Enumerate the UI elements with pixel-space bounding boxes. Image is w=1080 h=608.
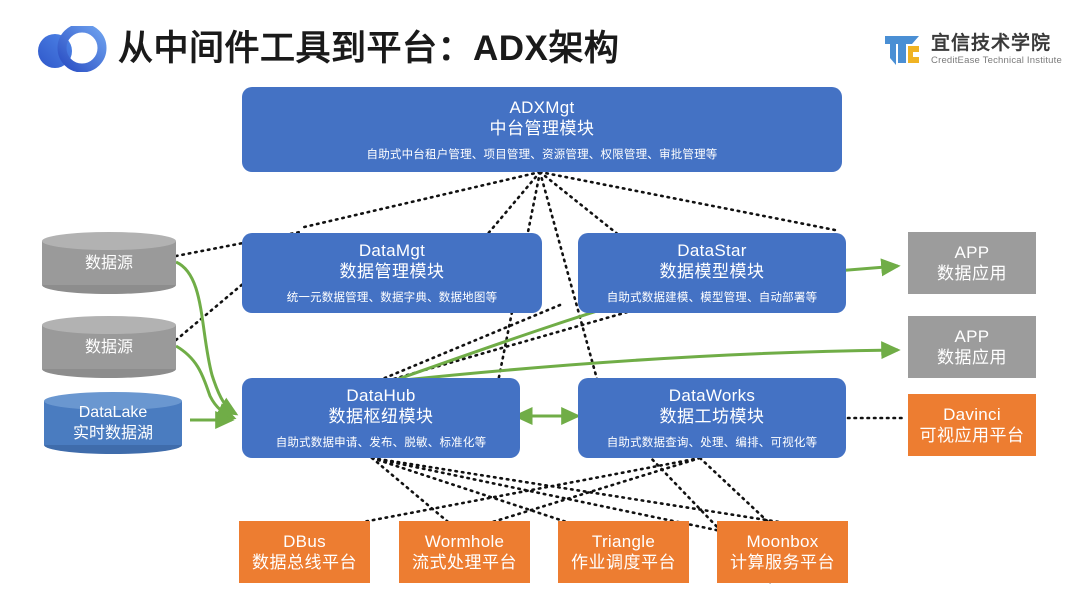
two-overlapping-circles-logo bbox=[38, 26, 107, 72]
module-datastar[interactable]: DataStar 数据模型模块 自助式数据建模、模型管理、自动部署等 bbox=[578, 233, 846, 313]
moonbox-name-en: Moonbox bbox=[746, 531, 819, 551]
datahub-name-cn: 数据枢纽模块 bbox=[328, 407, 434, 426]
adxmgt-name-cn: 中台管理模块 bbox=[489, 118, 595, 138]
module-dataworks[interactable]: DataWorks 数据工坊模块 自助式数据查询、处理、编排、可视化等 bbox=[578, 378, 846, 458]
datamgt-subtitle: 统一元数据管理、数据字典、数据地图等 bbox=[286, 292, 498, 304]
davinci-name-cn: 可视应用平台 bbox=[919, 425, 1025, 445]
triangle-name-en: Triangle bbox=[591, 531, 656, 551]
datalake-cylinder[interactable]: DataLake 实时数据湖 bbox=[44, 392, 182, 454]
dbus-name-en: DBus bbox=[283, 531, 326, 551]
brand-block: 宜信技术学院 CreditEase Technical Institute bbox=[882, 28, 1062, 72]
datahub-name-en: DataHub bbox=[346, 386, 416, 405]
datahub-subtitle: 自助式数据申请、发布、脱敏、标准化等 bbox=[275, 437, 487, 449]
platform-dbus[interactable]: DBus 数据总线平台 bbox=[239, 521, 370, 583]
datamgt-name-cn: 数据管理模块 bbox=[339, 262, 445, 281]
wormhole-name-en: Wormhole bbox=[424, 531, 505, 551]
triangle-name-cn: 作业调度平台 bbox=[571, 552, 676, 572]
cylinder-top bbox=[42, 316, 176, 334]
dbus-name-cn: 数据总线平台 bbox=[252, 552, 357, 572]
output-davinci[interactable]: Davinci 可视应用平台 bbox=[908, 394, 1036, 456]
platform-moonbox[interactable]: Moonbox 计算服务平台 bbox=[717, 521, 848, 583]
datamgt-name-en: DataMgt bbox=[358, 241, 426, 260]
adxmgt-name-en: ADXMgt bbox=[509, 97, 575, 117]
cylinder-label: 数据源 bbox=[42, 232, 176, 294]
datastar-subtitle: 自助式数据建模、模型管理、自动部署等 bbox=[606, 292, 818, 304]
platform-triangle[interactable]: Triangle 作业调度平台 bbox=[558, 521, 689, 583]
brand-name-en: CreditEase Technical Institute bbox=[931, 55, 1062, 66]
datastar-name-cn: 数据模型模块 bbox=[659, 262, 765, 281]
dataworks-name-en: DataWorks bbox=[668, 386, 756, 405]
platform-wormhole[interactable]: Wormhole 流式处理平台 bbox=[399, 521, 530, 583]
app-1-name-cn: 数据应用 bbox=[937, 263, 1007, 283]
output-app-1[interactable]: APP 数据应用 bbox=[908, 232, 1036, 294]
module-datamgt[interactable]: DataMgt 数据管理模块 统一元数据管理、数据字典、数据地图等 bbox=[242, 233, 542, 313]
source-2-label: 数据源 bbox=[84, 338, 133, 356]
adxmgt-subtitle: 自助式中台租户管理、项目管理、资源管理、权限管理、审批管理等 bbox=[366, 148, 718, 161]
data-source-cylinder-2[interactable]: 数据源 bbox=[42, 316, 176, 378]
data-source-cylinder-1[interactable]: 数据源 bbox=[42, 232, 176, 294]
tc-monogram-logo bbox=[885, 36, 920, 65]
page-title: 从中间件工具到平台：ADX架构 bbox=[118, 29, 620, 68]
moonbox-name-cn: 计算服务平台 bbox=[730, 552, 835, 572]
cylinder-top bbox=[44, 392, 182, 410]
app-2-name-en: APP bbox=[954, 326, 990, 346]
slide-header: 从中间件工具到平台：ADX架构 宜信技术学院 CreditEase Techni… bbox=[0, 0, 1080, 88]
dataworks-name-cn: 数据工坊模块 bbox=[659, 407, 765, 426]
cylinder-top bbox=[42, 232, 176, 250]
app-2-name-cn: 数据应用 bbox=[937, 347, 1007, 367]
davinci-name-en: Davinci bbox=[943, 404, 1001, 424]
datalake-name-cn: 实时数据湖 bbox=[72, 424, 153, 442]
app-1-name-en: APP bbox=[954, 242, 990, 262]
dotted-connectors bbox=[174, 170, 908, 584]
wormhole-name-cn: 流式处理平台 bbox=[412, 552, 517, 572]
module-adxmgt[interactable]: ADXMgt 中台管理模块 自助式中台租户管理、项目管理、资源管理、权限管理、审… bbox=[242, 87, 842, 172]
datastar-name-en: DataStar bbox=[677, 241, 747, 260]
cylinder-label: DataLake 实时数据湖 bbox=[44, 392, 182, 454]
datalake-name-en: DataLake bbox=[78, 403, 148, 421]
brand-name-cn: 宜信技术学院 bbox=[931, 33, 1052, 54]
module-datahub[interactable]: DataHub 数据枢纽模块 自助式数据申请、发布、脱敏、标准化等 bbox=[242, 378, 520, 458]
output-app-2[interactable]: APP 数据应用 bbox=[908, 316, 1036, 378]
cylinder-label: 数据源 bbox=[42, 316, 176, 378]
dataworks-subtitle: 自助式数据查询、处理、编排、可视化等 bbox=[606, 437, 818, 449]
source-1-label: 数据源 bbox=[84, 254, 133, 272]
